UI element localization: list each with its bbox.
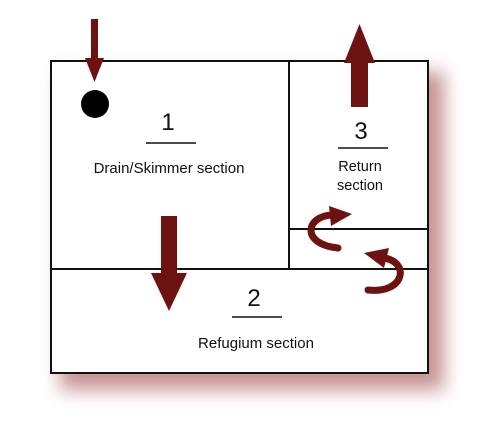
section-1-number: 1 <box>161 109 174 136</box>
sump-tank <box>50 60 429 374</box>
section-3-label-line2: section <box>337 178 383 194</box>
section-3-number: 3 <box>354 118 367 145</box>
drain-to-refugium-arrow-icon <box>151 216 187 311</box>
drain-hole-icon <box>81 90 109 118</box>
refugium-to-return-curved-arrow-icon <box>307 206 352 252</box>
section-3-label-line1: Return <box>338 159 382 175</box>
section-1-label: Drain/Skimmer section <box>94 160 245 177</box>
refugium-up-curved-arrow-icon <box>364 248 404 294</box>
outlet-arrow-icon <box>344 24 375 107</box>
inlet-arrow-icon <box>85 19 104 82</box>
section-2-label: Refugium section <box>198 335 314 352</box>
section-2-number: 2 <box>247 285 260 312</box>
